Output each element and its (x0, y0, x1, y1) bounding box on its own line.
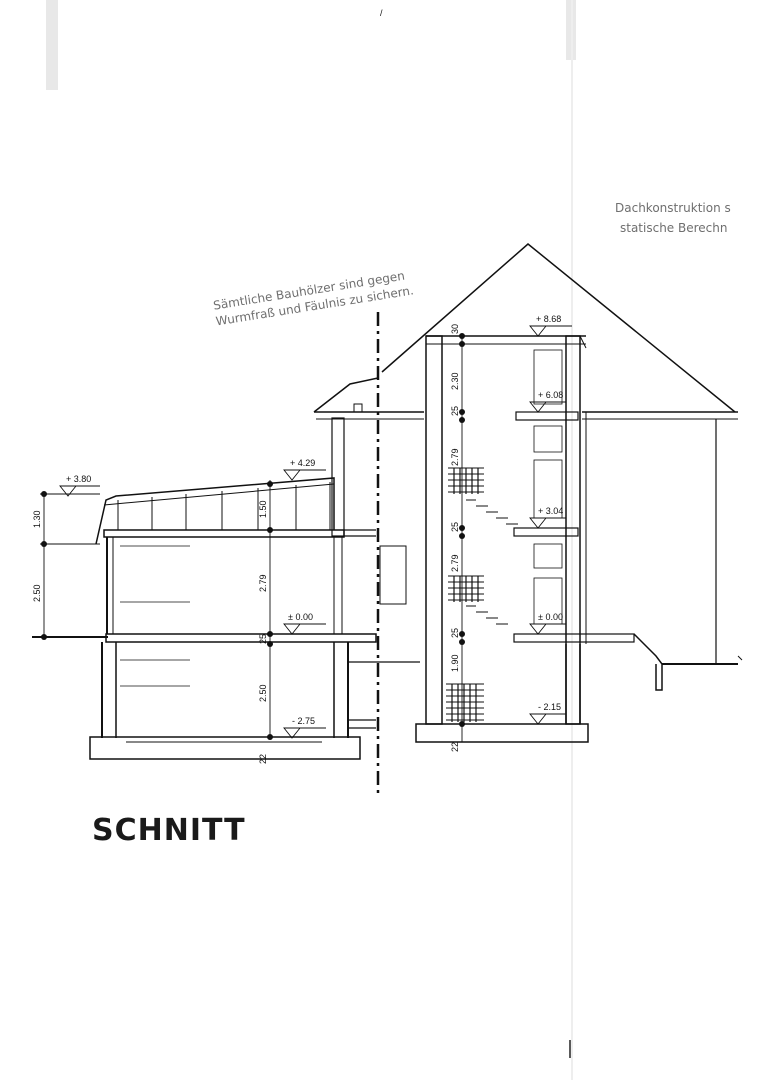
top-tick-mark: / (380, 8, 383, 18)
scan-fold-shadow-left (46, 0, 58, 90)
dim-left-3: 25 (258, 634, 268, 644)
dim-right-3: 25 (450, 406, 460, 416)
dim-right-8: 1.90 (450, 654, 460, 672)
timber-note-stamp: Sämtliche Bauhölzer sind gegen Wurmfraß … (212, 269, 414, 329)
right-building (313, 243, 743, 743)
roof-note-stamp: Dachkonstruktion s statische Berechn (615, 201, 731, 235)
dim-left-1: 1.50 (258, 500, 268, 518)
left-building (32, 417, 420, 760)
dim-right-4: 2.79 (450, 448, 460, 466)
level-markers (59, 325, 572, 739)
level-plus-380: + 3.80 (66, 474, 91, 484)
dim-right-6: 2.79 (450, 554, 460, 572)
level-plus-429: + 4.29 (290, 458, 315, 468)
drawing-title: SCHNITT (92, 813, 246, 848)
dim-right-5: 25 (450, 522, 460, 532)
svg-text:Dachkonstruktion s: Dachkonstruktion s (615, 201, 731, 215)
dim-right-1: 30 (450, 324, 460, 334)
level-minus-215: - 2.15 (538, 702, 561, 712)
level-zero-right: ± 0.00 (538, 612, 563, 622)
dim-left-2: 2.79 (258, 574, 268, 592)
dim-outer-1: 1.30 (32, 510, 42, 528)
dim-left-4: 2.50 (258, 684, 268, 702)
dim-right-2: 2.30 (450, 372, 460, 390)
dimension-dots (41, 333, 465, 740)
dim-outer-2: 2.50 (32, 584, 42, 602)
level-plus-608: + 6.08 (538, 390, 563, 400)
level-plus-304: + 3.04 (538, 506, 563, 516)
level-plus-868: + 8.68 (536, 314, 561, 324)
dim-right-7: 25 (450, 628, 460, 638)
svg-text:statische Berechn: statische Berechn (620, 221, 727, 235)
dimension-lines (40, 334, 463, 742)
level-minus-275: - 2.75 (292, 716, 315, 726)
dim-left-5: 22 (258, 754, 268, 764)
level-zero-left: ± 0.00 (288, 612, 313, 622)
dim-right-9: 22 (450, 742, 460, 752)
